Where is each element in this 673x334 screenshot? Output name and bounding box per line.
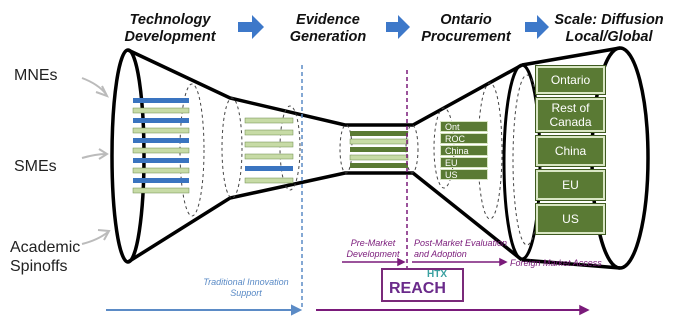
right-cylinder-top <box>521 46 621 67</box>
market-box-rest-of-canada: Rest of Canada <box>535 97 606 133</box>
htx-badge: HTX <box>427 269 447 280</box>
source-label-smes: SMEs <box>14 158 57 175</box>
small-market-box: EU <box>440 157 488 168</box>
right-cylinder-bottom <box>521 258 621 270</box>
postmarket-label: Post-Market Evaluation and Adoption <box>414 238 508 259</box>
market-box-us: US <box>535 203 606 235</box>
market-box-eu: EU <box>535 169 606 201</box>
small-market-box: China <box>440 145 488 156</box>
stage-header-procurement: Ontario Procurement <box>421 12 511 45</box>
source-label-mnes: MNEs <box>14 67 58 84</box>
reach-label: REACH <box>389 280 446 297</box>
tech-bars <box>132 98 190 194</box>
small-market-box: US <box>440 169 488 180</box>
foreign-market-label: Foreign Market Access <box>510 258 602 268</box>
arrow-icon-1 <box>238 15 264 39</box>
small-market-box: ROC <box>440 133 488 144</box>
arrow-icon-2 <box>386 15 410 39</box>
funnel-top-edge <box>127 48 523 127</box>
arrow-icon-3 <box>525 15 549 39</box>
market-box-china: China <box>535 135 606 167</box>
purple-arrows <box>316 257 590 316</box>
input-arrows <box>81 77 111 245</box>
reach-logo: HTX REACH <box>381 268 464 302</box>
procurement-bars <box>349 131 409 168</box>
evidence-bars <box>244 117 294 184</box>
source-label-spinoffs: Academic Spinoffs <box>10 239 81 275</box>
funnel-right-mouth-inner <box>502 63 542 261</box>
stage-header-scale: Scale: Diffusion Local/Global <box>554 12 664 45</box>
premarket-label: Pre-Market Development <box>346 238 400 259</box>
stage-header-evidence: Evidence Generation <box>289 12 367 45</box>
funnel-left-mouth <box>110 48 146 264</box>
traditional-support-label: Traditional Innovation Support <box>203 277 289 298</box>
market-box-ontario: Ontario <box>535 65 606 95</box>
small-market-box: Ont <box>440 121 488 132</box>
blue-arrow <box>106 304 303 316</box>
stage-header-technology: Technology Development <box>124 12 216 45</box>
stage-arrows <box>238 15 549 39</box>
